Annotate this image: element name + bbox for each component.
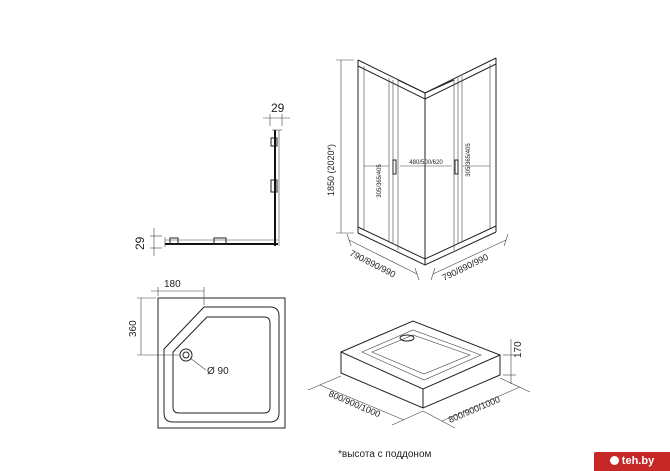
enclosure-dim-width-left: 790/890/990 bbox=[348, 248, 397, 280]
enclosure-view: 1850 (2020*) 305/365/405 480/500/620 305… bbox=[326, 57, 509, 283]
enclosure-dim-side-right: 305/365/405 bbox=[466, 143, 472, 177]
tray-plan-view: 180 360 Ø 90 bbox=[128, 279, 286, 429]
tray-plan-drain-label: Ø 90 bbox=[207, 366, 229, 377]
watermark-logo-icon bbox=[609, 456, 619, 465]
enclosure-dim-side-left: 305/365/405 bbox=[377, 164, 383, 198]
enclosure-dim-door: 480/500/620 bbox=[409, 160, 443, 166]
tray-iso-dim-length-right: 800/900/1000 bbox=[447, 394, 502, 425]
tray-plan-dim-height: 360 bbox=[128, 320, 139, 337]
watermark-text: teh.by bbox=[621, 455, 655, 467]
tray-iso-view: 170 800/900/1000 800/900/1000 bbox=[307, 320, 531, 429]
tray-iso-dim-height: 170 bbox=[513, 341, 524, 358]
profile-dim-left: 29 bbox=[133, 236, 147, 250]
profile-view: 29 29 bbox=[133, 101, 290, 256]
enclosure-dim-height: 1850 (2020*) bbox=[326, 144, 336, 196]
watermark-badge: teh.by bbox=[594, 452, 670, 471]
tray-plan-dim-width: 180 bbox=[164, 279, 181, 290]
footnote: *высота с поддоном bbox=[338, 449, 432, 460]
tray-iso-dim-length-left: 800/900/1000 bbox=[327, 389, 382, 420]
profile-dim-top: 29 bbox=[271, 101, 285, 115]
